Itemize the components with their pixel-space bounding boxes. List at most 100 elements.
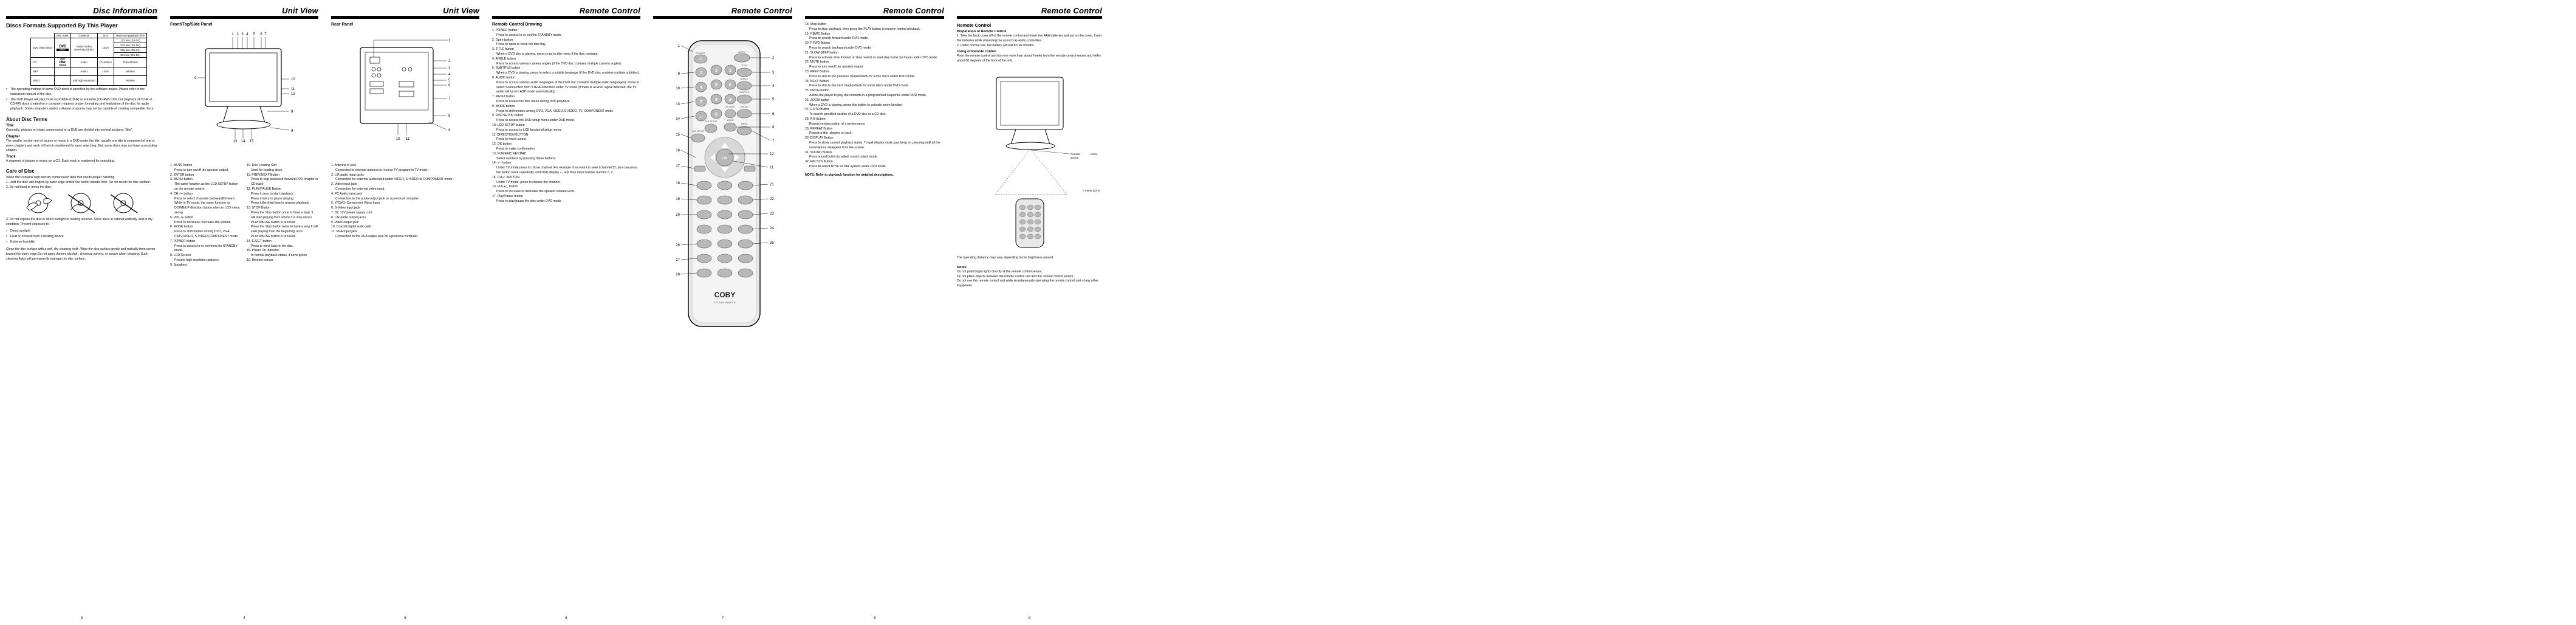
header-rule <box>653 16 792 19</box>
item-num: 24. <box>805 79 810 83</box>
svg-text:16: 16 <box>676 149 680 153</box>
svg-text:-/--: -/-- <box>699 116 704 119</box>
svg-text:24: 24 <box>770 227 774 230</box>
item-num: 7. <box>492 95 495 99</box>
item-desc: Press to skip to the previous chapter/tr… <box>809 74 916 78</box>
item-num: 4. <box>331 192 334 196</box>
care-item-0: 1. Hold the disc with fingers by outer e… <box>6 180 151 184</box>
th-max-time: Maximum playback time <box>113 33 147 38</box>
row-label-jpeg: JPEG <box>30 75 55 86</box>
page-6-title: Remote Control Drawing <box>492 22 543 27</box>
item-head: MUTE button <box>173 164 193 167</box>
care-of-disc-title: Care of Disc <box>6 168 35 174</box>
item-desc: Press the Stop button once to have a sto… <box>251 210 313 224</box>
item-desc: When a DVD is playing, press this button… <box>809 103 903 107</box>
page-4-header: Unit View <box>282 6 318 15</box>
svg-text:3: 3 <box>448 67 451 71</box>
svg-text:26: 26 <box>676 244 680 247</box>
item-num: 4. <box>492 57 495 61</box>
header-rule <box>331 16 479 19</box>
rear-item-8: 8. L/R audio output jacks <box>331 216 479 221</box>
page-6: Remote Control Remote Control Drawing 1.… <box>486 0 647 625</box>
svg-text:8: 8 <box>715 98 718 102</box>
item-desc: Press it once to start playback. <box>251 192 294 196</box>
svg-text:1: 1 <box>448 39 451 43</box>
size-jpeg <box>97 75 114 86</box>
item-head: NEXT Button <box>810 79 829 83</box>
disc-formats-table: Disc mark Contents Size Maximum playback… <box>30 33 147 86</box>
time-dvd-2: 242 min (SS-DL) <box>113 43 147 48</box>
svg-text:14: 14 <box>241 140 245 143</box>
item-desc: When a DVD disc is playing, press to go … <box>496 52 598 56</box>
item-num: 14. <box>492 161 497 165</box>
item-desc: Press to stop playback, then press the P… <box>809 27 921 31</box>
item-head: F.FWD Button <box>810 41 830 46</box>
item-num: 1. <box>331 164 334 167</box>
item-desc: Select numbers by pressing these buttons… <box>496 156 557 161</box>
svg-text:1: 1 <box>678 44 680 48</box>
item-num: 9. <box>170 263 173 267</box>
svg-text:0: 0 <box>715 112 718 117</box>
item-16: 16. Remote sensor <box>247 258 318 263</box>
item-desc: To search specified section of a DVD dis… <box>809 112 886 117</box>
item-head: Antenna in jack <box>334 164 356 167</box>
item-num: 13. <box>492 151 497 156</box>
item-head: PROG button <box>810 89 829 93</box>
th-disc-mark: Disc mark <box>54 33 71 38</box>
item-head: NUMERIC KEY PAD <box>497 151 527 156</box>
page-9-header: Remote Control <box>1041 6 1102 15</box>
item-num: 31. <box>805 150 810 154</box>
svg-text:RETURN: RETURN <box>726 106 735 108</box>
svg-text:2: 2 <box>715 69 718 73</box>
prep-title: Preparation of Remote Control <box>957 30 1007 33</box>
svg-text:19: 19 <box>676 198 680 201</box>
item-num: 11. <box>331 230 335 234</box>
svg-text:4: 4 <box>772 85 775 88</box>
item-desc: Press to access to or exit from the STAN… <box>174 244 238 253</box>
distance-drawing: Remote sensor Active 7 meter (23 feet) <box>994 77 1100 248</box>
svg-text:3: 3 <box>241 33 244 36</box>
list-item: The operating method of some DVD discs i… <box>6 88 157 97</box>
time-dvd-3: 266 min (DS-SL) <box>113 47 147 53</box>
item-desc: Press to play/pause the disc under DVD m… <box>496 199 562 203</box>
item-num: 16. <box>492 185 497 189</box>
item-head: Video input jack <box>334 182 357 187</box>
item-desc: Connection to the audio output jack on a… <box>335 196 420 201</box>
row-label-mp3: MP3 <box>30 67 55 76</box>
item-num: 15. <box>492 175 497 179</box>
use-text: Point the remote control unit from no mo… <box>957 54 1101 63</box>
svg-text:ANGLE: ANGLE <box>741 78 748 80</box>
item-head: F.BWD Button <box>810 32 831 36</box>
term-title-0: Title <box>6 123 14 128</box>
time-dvd-4: 484 min (DS-DL) <box>113 52 147 58</box>
item-desc: Used for loading discs. <box>251 168 283 172</box>
item-num: 4. <box>170 192 173 196</box>
item-head: PREV Button <box>810 69 829 74</box>
prep-item-2: 2. Under normal use, the battery will la… <box>957 43 1035 47</box>
svg-text:10: 10 <box>676 87 680 91</box>
item-head: Remote sensor <box>252 258 273 262</box>
svg-text:3: 3 <box>772 71 775 75</box>
item-2: 2. ENTER button <box>170 173 242 178</box>
term-title-2: Track <box>6 155 16 159</box>
item-desc: Connection to the VGA output jack on a p… <box>335 234 419 238</box>
svg-text:9: 9 <box>678 72 680 76</box>
svg-text:6: 6 <box>729 83 731 88</box>
page-number: 3 <box>80 616 83 620</box>
item-num: 8. <box>492 104 495 108</box>
note-2: Do not place objects between the remote … <box>957 274 1074 278</box>
prep-item-1: 1. Take the back cover off of the remote… <box>957 34 1102 43</box>
item-desc: Press to access to LCD functional setup … <box>496 128 562 132</box>
